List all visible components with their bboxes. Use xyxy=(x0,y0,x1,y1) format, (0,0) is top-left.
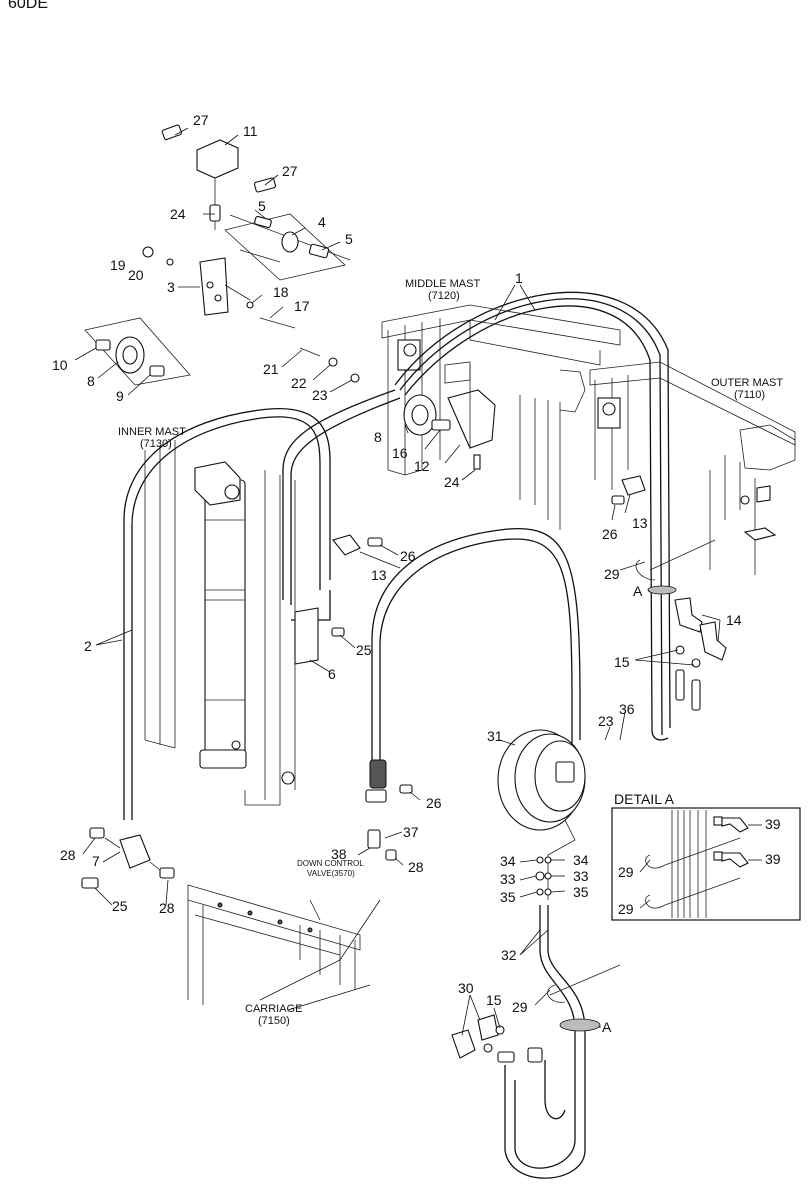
ref-a-lower: A xyxy=(602,1019,612,1035)
carriage-code: (7150) xyxy=(258,1015,290,1027)
callout-27: 27 xyxy=(193,112,209,128)
callout-33: 33 xyxy=(573,868,589,884)
callout-37: 37 xyxy=(403,824,419,840)
outer-mast-code: (7110) xyxy=(734,389,765,401)
callout-28: 28 xyxy=(159,900,175,916)
callout-1: 1 xyxy=(515,270,523,286)
callout-28: 28 xyxy=(60,847,76,863)
callout-8: 8 xyxy=(87,373,95,389)
hose-reel-31 xyxy=(497,729,586,900)
callout-24: 24 xyxy=(444,474,460,490)
callout-4: 4 xyxy=(318,214,326,230)
callout-25: 25 xyxy=(356,642,372,658)
inner-mast-structure xyxy=(144,440,296,806)
callout-29: 29 xyxy=(618,901,634,917)
plate-6 xyxy=(294,607,345,665)
callout-16: 16 xyxy=(392,445,408,461)
middle-mast-code: (7120) xyxy=(428,290,460,302)
callout-28: 28 xyxy=(408,859,424,875)
callout-31: 31 xyxy=(487,728,503,744)
callout-18: 18 xyxy=(273,284,289,300)
callout-25: 25 xyxy=(112,898,128,914)
outer-mast-label: OUTER MAST xyxy=(711,377,783,389)
model-title: 60DE xyxy=(8,0,48,12)
clamp-strap-29-lower xyxy=(549,964,621,996)
callout-5: 5 xyxy=(345,231,353,247)
callout-38: 38 xyxy=(331,846,347,862)
leader-lines xyxy=(74,127,762,1036)
callout-35: 35 xyxy=(573,884,589,900)
callout-22: 22 xyxy=(291,375,307,391)
callout-29: 29 xyxy=(604,566,620,582)
callout-9: 9 xyxy=(116,388,124,404)
detail-a-box xyxy=(611,807,801,921)
manifold-block-7 xyxy=(81,827,175,889)
callout-13: 13 xyxy=(371,567,387,583)
detail-a-title: DETAIL A xyxy=(614,791,675,807)
callout-26: 26 xyxy=(400,548,416,564)
callout-26: 26 xyxy=(426,795,442,811)
hose-assembly-32 xyxy=(504,905,586,1179)
hose-assembly-2 xyxy=(123,389,401,820)
ref-a-upper: A xyxy=(633,583,643,599)
inner-mast-label: INNER MAST xyxy=(118,426,186,438)
callout-3: 3 xyxy=(167,279,175,295)
callout-34: 34 xyxy=(573,852,589,868)
callout-23: 23 xyxy=(312,387,328,403)
callout-11: 11 xyxy=(243,123,258,139)
elbow-fittings-14-15 xyxy=(674,597,727,711)
carriage-structure xyxy=(187,884,361,1005)
carriage-label: CARRIAGE xyxy=(245,1003,302,1015)
callout-20: 20 xyxy=(128,267,144,283)
callout-14: 14 xyxy=(726,612,742,628)
callout-35: 35 xyxy=(500,889,516,905)
callout-15: 15 xyxy=(486,992,502,1008)
down-control-valve-label-2: VALVE(3570) xyxy=(307,869,355,878)
bracket-assembly xyxy=(84,124,360,386)
callout-19: 19 xyxy=(110,257,126,273)
callout-7: 7 xyxy=(92,853,100,869)
callout-29: 29 xyxy=(512,999,528,1015)
sheave-assembly-middle xyxy=(403,365,496,470)
clamp-pad-a-upper xyxy=(647,585,677,595)
callout-10: 10 xyxy=(52,357,68,373)
fittings-33-35 xyxy=(535,856,552,896)
callout-21: 21 xyxy=(263,361,279,377)
callout-32: 32 xyxy=(501,947,517,963)
callout-8: 8 xyxy=(374,429,382,445)
clamp-pad-a-lower xyxy=(559,1018,601,1032)
callout-6: 6 xyxy=(328,666,336,682)
middle-mast-structure xyxy=(381,304,621,530)
callout-33: 33 xyxy=(500,871,516,887)
hose-assembly-1 xyxy=(394,291,671,741)
callout-39: 39 xyxy=(765,851,781,867)
down-control-valve-label-1: DOWN CONTROL xyxy=(297,859,364,868)
down-control-valve-fittings xyxy=(365,784,413,861)
callout-34: 34 xyxy=(500,853,516,869)
callout-13: 13 xyxy=(632,515,648,531)
callout-5: 5 xyxy=(258,198,266,214)
clamp-strap-29-upper xyxy=(649,539,716,571)
callout-15: 15 xyxy=(614,654,630,670)
middle-mast-label: MIDDLE MAST xyxy=(405,278,480,290)
callout-23: 23 xyxy=(598,713,614,729)
callout-2: 2 xyxy=(84,638,92,654)
hose-assembly-carriage xyxy=(369,528,581,789)
callout-39: 39 xyxy=(765,816,781,832)
callout-27: 27 xyxy=(282,163,298,179)
fittings-30-15-bottom xyxy=(451,1014,543,1063)
callout-12: 12 xyxy=(414,458,430,474)
inner-mast-code: (7130) xyxy=(140,438,172,450)
clamp-loop-29-lower xyxy=(547,984,566,1003)
hose-clamp-13 xyxy=(332,475,646,556)
callout-24: 24 xyxy=(170,206,186,222)
callout-26: 26 xyxy=(602,526,618,542)
callout-29: 29 xyxy=(618,864,634,880)
clamp-loop-29-upper xyxy=(635,559,656,581)
callout-36: 36 xyxy=(619,701,635,717)
callout-17: 17 xyxy=(294,298,310,314)
callout-30: 30 xyxy=(458,980,474,996)
